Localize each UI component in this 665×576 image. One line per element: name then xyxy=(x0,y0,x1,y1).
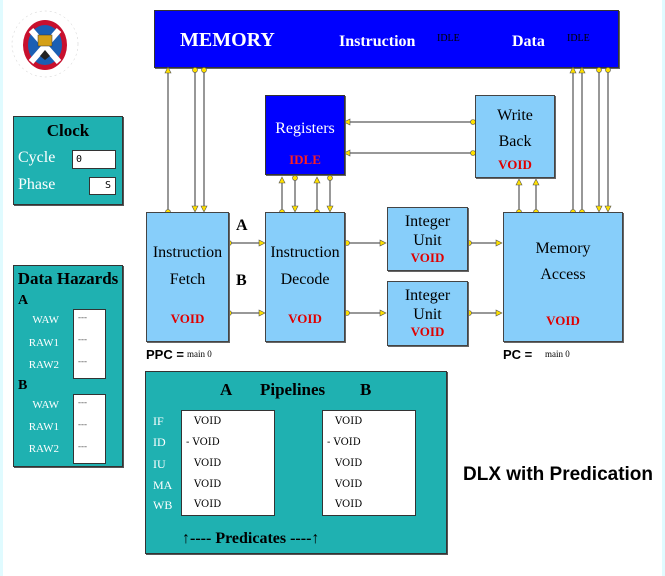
integer-a-label-line2: Unit xyxy=(413,232,442,249)
pipeline-b-id: - VOID xyxy=(327,437,361,448)
pc-label: PC = xyxy=(503,347,533,362)
university-crest-logo xyxy=(11,10,79,78)
hazard-a-raw1-value: --- xyxy=(78,334,87,344)
fetch-label-line1: Instruction xyxy=(152,244,223,261)
integer-unit-b: Integer Unit VOID xyxy=(387,281,468,346)
integer-b-status: VOID xyxy=(410,324,445,339)
registers-block: Registers IDLE xyxy=(265,95,345,175)
hazard-a-box: --- --- --- xyxy=(73,309,106,379)
page-edge-left xyxy=(0,0,3,576)
decode-label-line1: Instruction xyxy=(270,244,340,261)
pipeline-a-ma: VOID xyxy=(194,479,222,490)
hazard-b-raw2-value: --- xyxy=(78,441,87,451)
cycle-field[interactable]: 0 xyxy=(72,150,116,169)
hazard-b-waw-value: --- xyxy=(78,397,87,407)
data-hazards-panel: Data Hazards A WAW RAW1 RAW2 --- --- ---… xyxy=(13,265,123,467)
decode-label-line2: Decode xyxy=(280,271,330,288)
page-edge-right xyxy=(662,0,665,576)
phase-field[interactable]: S xyxy=(89,177,116,195)
pipeline-b-header: B xyxy=(360,380,372,399)
write-back-unit: Write Back VOID xyxy=(475,95,555,178)
pipeline-a-if: VOID xyxy=(194,416,222,427)
phase-label: Phase xyxy=(18,176,56,193)
pipeline-a-wb: VOID xyxy=(194,499,222,510)
integer-a-label-line1: Integer xyxy=(404,213,451,230)
stage-label-wb: WB xyxy=(153,498,173,512)
pipeline-b-ma: VOID xyxy=(335,479,363,490)
pipeline-b-wb: VOID xyxy=(335,499,363,510)
memaccess-label-line1: Memory xyxy=(535,240,591,257)
memory-title: MEMORY xyxy=(180,29,275,51)
hazard-group-a-label: A xyxy=(18,293,29,308)
hazard-b-box: --- --- --- xyxy=(73,394,106,464)
write-back-label-line1: Write xyxy=(497,107,533,124)
pipeline-a-iu: VOID xyxy=(194,458,222,469)
predicates-label: ↑---- Predicates ----↑ xyxy=(182,530,320,547)
pipelines-title: Pipelines xyxy=(260,380,326,399)
stage-label-ma: MA xyxy=(153,478,173,492)
write-back-label-line2: Back xyxy=(498,133,532,150)
memory-instruction-status: IDLE xyxy=(437,33,460,44)
pipeline-b-box: VOID - VOID VOID VOID VOID xyxy=(322,410,416,516)
path-a-label: A xyxy=(236,217,248,234)
pipelines-panel: A Pipelines B IF ID IU MA WB VOID - VOID… xyxy=(145,371,447,554)
hazard-a-waw-value: --- xyxy=(78,312,87,322)
memory-block: MEMORY Instruction IDLE Data IDLE xyxy=(154,10,619,68)
integer-unit-a: Integer Unit VOID xyxy=(387,207,468,271)
hazard-b-raw1-label: RAW1 xyxy=(28,421,59,433)
memory-data-status: IDLE xyxy=(567,33,590,44)
instruction-decode-unit: Instruction Decode VOID xyxy=(265,212,345,342)
decode-status: VOID xyxy=(288,311,322,326)
ppc-label: PPC = xyxy=(146,347,184,362)
integer-a-status: VOID xyxy=(410,250,445,265)
pc-value: main 0 xyxy=(545,349,570,359)
registers-status: IDLE xyxy=(289,152,321,167)
memory-instruction-label: Instruction xyxy=(339,33,416,50)
stage-label-if: IF xyxy=(153,414,164,428)
memaccess-label-line2: Access xyxy=(540,266,586,283)
clock-panel: Clock Cycle 0 Phase S xyxy=(13,116,123,205)
fetch-status: VOID xyxy=(170,311,205,326)
stage-label-id: ID xyxy=(153,435,166,449)
hazard-a-raw2-value: --- xyxy=(78,356,87,366)
hazard-group-b-label: B xyxy=(18,378,28,393)
integer-b-label-line2: Unit xyxy=(413,306,442,323)
hazards-title: Data Hazards xyxy=(17,269,119,288)
ppc-value: main 0 xyxy=(187,349,212,359)
stage-label-iu: IU xyxy=(153,457,166,471)
pipeline-b-iu: VOID xyxy=(335,458,363,469)
cycle-label: Cycle xyxy=(18,149,56,166)
registers-label: Registers xyxy=(275,120,335,137)
memory-data-label: Data xyxy=(512,33,545,50)
pipeline-b-if: VOID xyxy=(335,416,363,427)
memaccess-status: VOID xyxy=(546,313,580,328)
diagram-title: DLX with Predication xyxy=(463,464,654,485)
fetch-label-line2: Fetch xyxy=(169,271,206,288)
write-back-status: VOID xyxy=(498,157,532,172)
instruction-fetch-unit: Instruction Fetch VOID xyxy=(146,212,229,342)
integer-b-label-line1: Integer xyxy=(404,287,451,304)
pipeline-a-id: - VOID xyxy=(186,437,220,448)
memory-access-unit: Memory Access VOID xyxy=(503,212,623,342)
pipeline-a-header: A xyxy=(220,380,233,399)
hazard-b-raw1-value: --- xyxy=(78,419,87,429)
path-b-label: B xyxy=(236,272,247,289)
hazard-b-waw-label: WAW xyxy=(32,399,59,411)
hazard-a-waw-label: WAW xyxy=(32,314,59,326)
clock-title: Clock xyxy=(46,121,90,140)
hazard-a-raw2-label: RAW2 xyxy=(28,359,59,371)
pipeline-a-box: VOID - VOID VOID VOID VOID xyxy=(181,410,275,516)
hazard-b-raw2-label: RAW2 xyxy=(28,443,59,455)
hazard-a-raw1-label: RAW1 xyxy=(28,337,59,349)
